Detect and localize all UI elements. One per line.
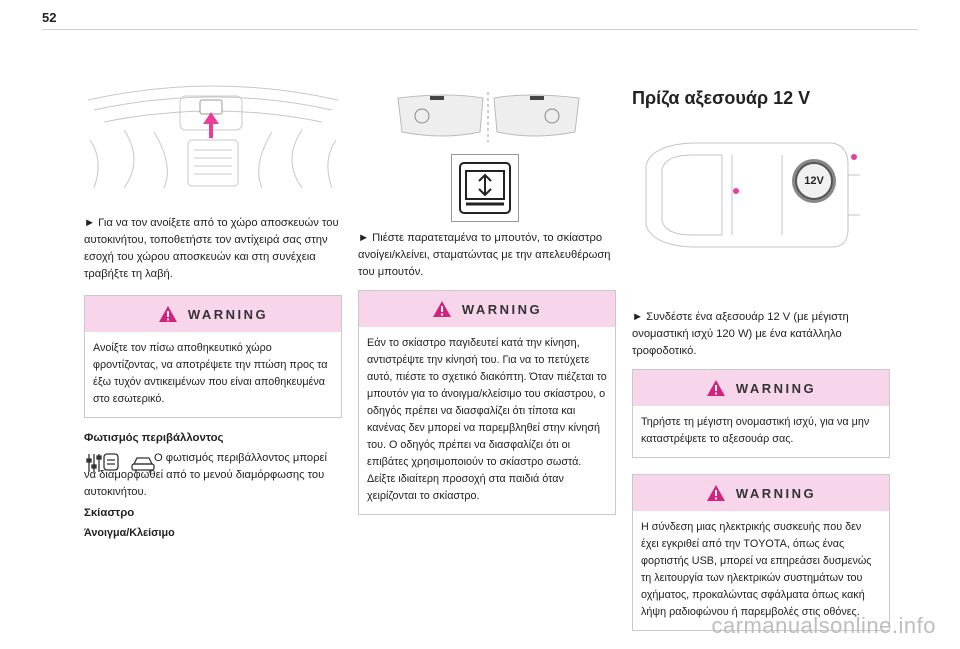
warning-text: Ανοίξτε τον πίσω αποθηκευτικό χώρο φροντ…	[93, 342, 328, 405]
warning-triangle-icon	[158, 306, 177, 322]
top-rule	[42, 29, 918, 30]
lighting-icons	[86, 450, 156, 476]
warning-box-storage: WARNING Ανοίξτε τον πίσω αποθηκευτικό χώ…	[84, 295, 342, 418]
warning-header: WARNING	[359, 291, 615, 327]
warning-title: WARNING	[187, 306, 269, 322]
section-heading-blind: Σκίαστρο	[84, 507, 135, 519]
warning-box-blind: WARNING Εάν το σκίαστρο παγιδευτεί κατά …	[358, 290, 616, 515]
blind-button-illustration	[358, 70, 616, 222]
warning-header: WARNING	[85, 296, 341, 332]
warning-title: WARNING	[461, 301, 543, 317]
warning-text: Εάν το σκίαστρο παγιδευτεί κατά την κίνη…	[367, 337, 607, 502]
socket-12v-icon: 12V	[792, 159, 836, 203]
car-icon	[131, 457, 155, 473]
warning-title: WARNING	[735, 485, 817, 501]
warning-header: WARNING	[633, 475, 889, 511]
settings-grid-icon	[86, 453, 119, 472]
page-number: 52	[42, 10, 57, 25]
watermark: carmanualsonline.info	[711, 613, 936, 638]
overhead-console-illustration	[397, 92, 580, 142]
column-3: Πρίζα αξεσουάρ 12 V 12V ► Συνδέστε ένα α…	[632, 70, 890, 631]
blind-instruction: ► Πιέστε παρατεταμένα το μπουτόν, το σκί…	[358, 232, 611, 278]
lighting-block: Ο φωτισμός περιβάλλοντος μπορεί να διαμο…	[84, 450, 342, 501]
section-heading-lighting: Φωτισμός περιβάλλοντος	[84, 432, 224, 444]
open-instruction: ► Για να τον ανοίξετε από το χώρο αποσκε…	[84, 217, 339, 280]
warning-triangle-icon	[706, 380, 725, 396]
socket-label: 12V	[795, 162, 833, 200]
warning-title: WARNING	[735, 380, 817, 396]
warning-triangle-icon	[706, 485, 725, 501]
rear-storage-illustration	[87, 85, 339, 189]
column-1: ► Για να τον ανοίξετε από το χώρο αποσκε…	[84, 70, 342, 539]
lighting-text: Ο φωτισμός περιβάλλοντος μπορεί να διαμο…	[84, 452, 327, 498]
socket-instruction: ► Συνδέστε ένα αξεσουάρ 12 V (με μέγιστη…	[632, 311, 849, 357]
vehicle-socket-illustration: 12V	[632, 135, 890, 255]
warning-triangle-icon	[432, 301, 451, 317]
warning-box-device: WARNING Η σύνδεση μιας ηλεκτρικής συσκευ…	[632, 474, 890, 631]
subheading-open-close: Άνοιγμα/Κλείσιμο	[84, 527, 175, 539]
warning-text: Η σύνδεση μιας ηλεκτρικής συσκευής που δ…	[641, 521, 872, 618]
warning-text: Τηρήστε τη μέγιστη ονομαστική ισχύ, για …	[641, 416, 870, 445]
vehicle-outline	[645, 142, 860, 248]
sunblind-button-icon	[451, 154, 519, 222]
section-title-socket: Πρίζα αξεσουάρ 12 V	[632, 88, 811, 108]
warning-box-power: WARNING Τηρήστε τη μέγιστη ονομαστική ισ…	[632, 369, 890, 458]
column-2: ► Πιέστε παρατεταμένα το μπουτόν, το σκί…	[358, 70, 616, 515]
warning-header: WARNING	[633, 370, 889, 406]
